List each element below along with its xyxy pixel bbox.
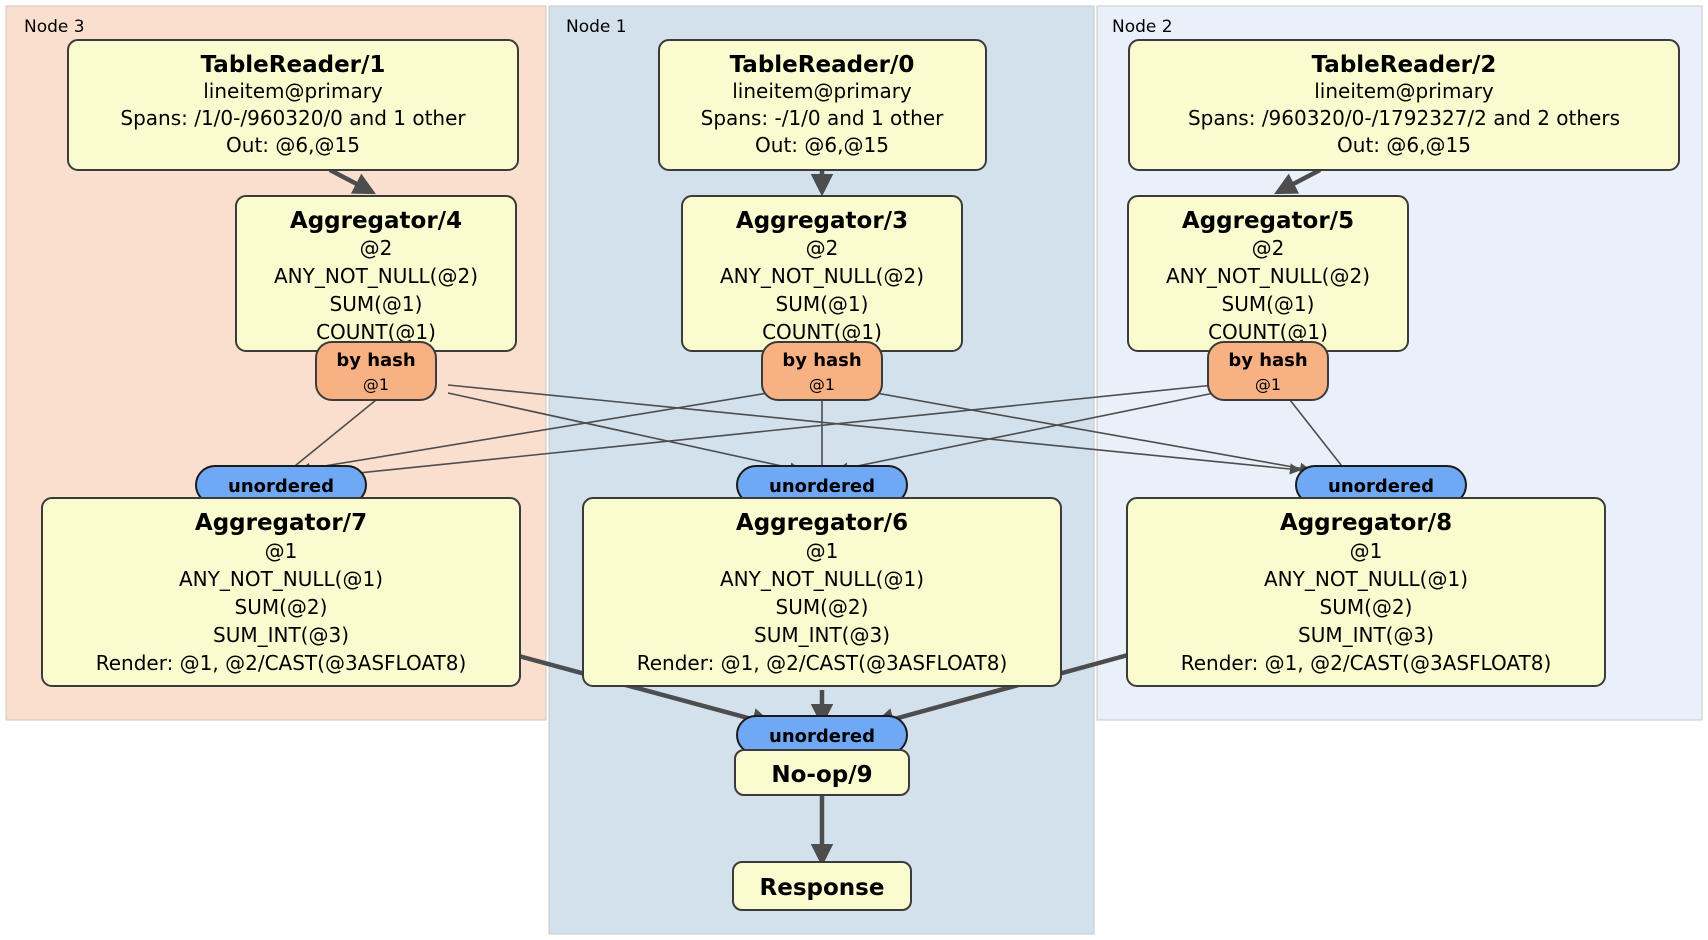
processor-title-tablereader2: TableReader/2 xyxy=(1312,52,1497,78)
edge-byhash-right-to-unordered-right xyxy=(1289,399,1346,471)
processor-tablereader0[interactable]: TableReader/0 lineitem@primary Spans: -/… xyxy=(658,39,987,171)
router-byhash-left-label: by hash xyxy=(336,350,415,371)
edge-byhash-left-to-unordered-right xyxy=(447,384,1302,475)
edge-byhash-right-to-unordered-left xyxy=(308,384,1215,483)
edge-byhash-left-to-unordered-mid xyxy=(447,392,802,474)
router-unordered-left[interactable]: unordered xyxy=(195,465,367,505)
processor-line-tablereader2-1: Spans: /960320/0-/1792327/2 and 2 others xyxy=(1188,106,1620,130)
processor-line-aggregator5-0: @2 xyxy=(1252,236,1285,260)
processor-aggregator8[interactable]: Aggregator/8 @1 ANY_NOT_NULL(@1) SUM(@2)… xyxy=(1126,497,1606,687)
edge-byhash-left-to-unordered-left xyxy=(289,399,377,471)
processor-line-aggregator8-3: SUM_INT(@3) xyxy=(1298,623,1434,647)
processor-aggregator4[interactable]: Aggregator/4 @2 ANY_NOT_NULL(@2) SUM(@1)… xyxy=(235,195,517,352)
processor-line-tablereader1-0: lineitem@primary xyxy=(203,79,383,103)
processor-line-aggregator7-3: SUM_INT(@3) xyxy=(213,623,349,647)
edge-byhash-mid-to-unordered-right xyxy=(875,392,1312,474)
processor-line-aggregator7-0: @1 xyxy=(265,539,298,563)
node-panel-label-node2: Node 2 xyxy=(1112,17,1173,37)
processor-line-aggregator6-0: @1 xyxy=(806,539,839,563)
processor-aggregator6[interactable]: Aggregator/6 @1 ANY_NOT_NULL(@1) SUM(@2)… xyxy=(582,497,1062,687)
processor-line-tablereader0-0: lineitem@primary xyxy=(732,79,912,103)
processor-line-aggregator7-2: SUM(@2) xyxy=(235,595,328,619)
processor-line-aggregator5-3: COUNT(@1) xyxy=(1208,320,1328,344)
edge-agg7-to-final-unordered xyxy=(514,652,775,731)
processor-line-tablereader0-2: Out: @6,@15 xyxy=(755,133,889,157)
processor-line-aggregator3-2: SUM(@1) xyxy=(776,292,869,316)
router-unordered-right[interactable]: unordered xyxy=(1295,465,1467,505)
router-unordered-final[interactable]: unordered xyxy=(736,715,908,755)
edge-byhash-mid-to-unordered-left xyxy=(298,392,769,474)
processor-title-aggregator4: Aggregator/4 xyxy=(290,208,462,234)
router-byhash-right[interactable]: by hash @1 xyxy=(1207,341,1329,401)
router-unordered-mid[interactable]: unordered xyxy=(736,465,908,505)
processor-line-aggregator8-2: SUM(@2) xyxy=(1320,595,1413,619)
processor-line-aggregator7-4: Render: @1, @2/CAST(@3ASFLOAT8) xyxy=(96,651,467,675)
router-byhash-right-sub: @1 xyxy=(1255,375,1281,394)
processor-title-response: Response xyxy=(760,875,885,901)
edge-agg8-to-final-unordered xyxy=(871,652,1129,731)
processor-title-aggregator8: Aggregator/8 xyxy=(1280,510,1452,536)
processor-aggregator7[interactable]: Aggregator/7 @1 ANY_NOT_NULL(@1) SUM(@2)… xyxy=(41,497,521,687)
processor-line-aggregator6-1: ANY_NOT_NULL(@1) xyxy=(720,567,924,591)
processor-line-aggregator4-3: COUNT(@1) xyxy=(316,320,436,344)
processor-title-tablereader0: TableReader/0 xyxy=(730,52,915,78)
edge-tr2-to-agg5 xyxy=(1274,168,1322,195)
processor-line-aggregator8-1: ANY_NOT_NULL(@1) xyxy=(1264,567,1468,591)
processor-line-aggregator8-4: Render: @1, @2/CAST(@3ASFLOAT8) xyxy=(1181,651,1552,675)
router-unordered-final-label: unordered xyxy=(769,726,875,747)
router-byhash-mid[interactable]: by hash @1 xyxy=(761,341,883,401)
processor-noop9[interactable]: No-op/9 xyxy=(734,749,910,796)
node-panel-label-node3: Node 3 xyxy=(24,17,85,37)
edge-tr1-to-agg4 xyxy=(328,168,376,195)
router-unordered-left-label: unordered xyxy=(228,476,334,497)
processor-line-aggregator3-0: @2 xyxy=(806,236,839,260)
processor-aggregator5[interactable]: Aggregator/5 @2 ANY_NOT_NULL(@2) SUM(@1)… xyxy=(1127,195,1409,352)
processor-tablereader1[interactable]: TableReader/1 lineitem@primary Spans: /1… xyxy=(67,39,519,171)
processor-tablereader2[interactable]: TableReader/2 lineitem@primary Spans: /9… xyxy=(1128,39,1680,171)
processor-line-aggregator6-4: Render: @1, @2/CAST(@3ASFLOAT8) xyxy=(637,651,1008,675)
processor-line-aggregator4-2: SUM(@1) xyxy=(330,292,423,316)
processor-line-tablereader2-0: lineitem@primary xyxy=(1314,79,1494,103)
edge-byhash-right-to-unordered-mid xyxy=(836,392,1215,474)
processor-title-aggregator7: Aggregator/7 xyxy=(195,510,367,536)
processor-line-aggregator5-1: ANY_NOT_NULL(@2) xyxy=(1166,264,1370,288)
processor-line-aggregator4-1: ANY_NOT_NULL(@2) xyxy=(274,264,478,288)
processor-line-tablereader2-2: Out: @6,@15 xyxy=(1337,133,1471,157)
processor-line-aggregator8-0: @1 xyxy=(1350,539,1383,563)
processor-line-tablereader1-2: Out: @6,@15 xyxy=(226,133,360,157)
router-byhash-mid-label: by hash xyxy=(782,350,861,371)
processor-line-tablereader0-1: Spans: -/1/0 and 1 other xyxy=(701,106,944,130)
processor-line-aggregator6-3: SUM_INT(@3) xyxy=(754,623,890,647)
processor-line-tablereader1-1: Spans: /1/0-/960320/0 and 1 other xyxy=(120,106,466,130)
processor-aggregator3[interactable]: Aggregator/3 @2 ANY_NOT_NULL(@2) SUM(@1)… xyxy=(681,195,963,352)
router-unordered-right-label: unordered xyxy=(1328,476,1434,497)
processor-title-aggregator5: Aggregator/5 xyxy=(1182,208,1354,234)
processor-line-aggregator4-0: @2 xyxy=(360,236,393,260)
processor-line-aggregator5-2: SUM(@1) xyxy=(1222,292,1315,316)
processor-line-aggregator6-2: SUM(@2) xyxy=(776,595,869,619)
router-byhash-right-label: by hash xyxy=(1228,350,1307,371)
processor-title-tablereader1: TableReader/1 xyxy=(201,52,386,78)
router-byhash-left-sub: @1 xyxy=(363,375,389,394)
router-byhash-mid-sub: @1 xyxy=(809,375,835,394)
processor-line-aggregator7-1: ANY_NOT_NULL(@1) xyxy=(179,567,383,591)
processor-title-noop9: No-op/9 xyxy=(771,762,872,788)
processor-line-aggregator3-1: ANY_NOT_NULL(@2) xyxy=(720,264,924,288)
processor-title-aggregator3: Aggregator/3 xyxy=(736,208,908,234)
processor-title-aggregator6: Aggregator/6 xyxy=(736,510,908,536)
processor-line-aggregator3-3: COUNT(@1) xyxy=(762,320,882,344)
processor-response[interactable]: Response xyxy=(732,861,912,911)
router-unordered-mid-label: unordered xyxy=(769,476,875,497)
router-byhash-left[interactable]: by hash @1 xyxy=(315,341,437,401)
node-panel-label-node1: Node 1 xyxy=(566,17,627,37)
